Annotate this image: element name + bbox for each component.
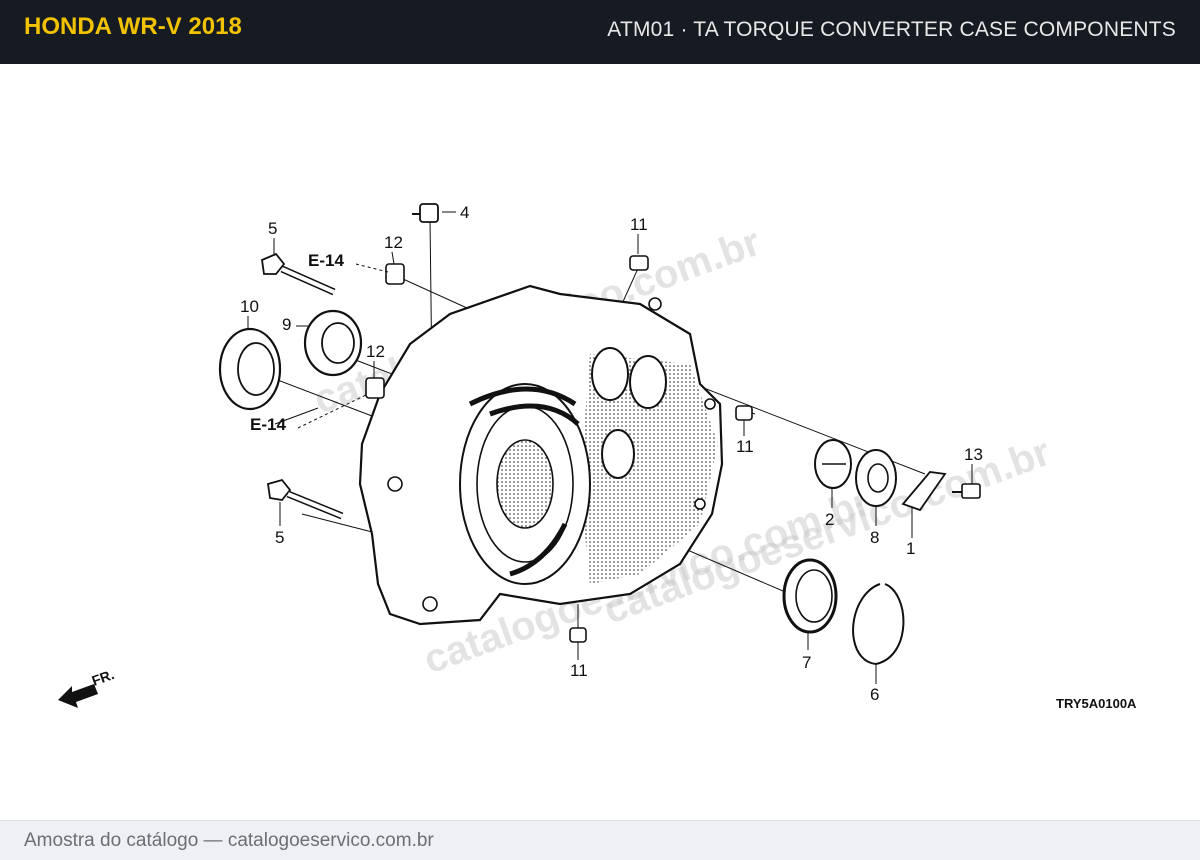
- drawing-code: TRY5A0100A: [1056, 696, 1137, 711]
- reference-label: E-14: [308, 251, 344, 270]
- oil-seal-10: [218, 327, 282, 411]
- header-bar: HONDA WR-V 2018 ATM01 · TA TORQUE CONVER…: [0, 0, 1200, 64]
- oil-seal-7: [782, 558, 838, 634]
- plate-1: [901, 471, 947, 512]
- washer-2: [814, 439, 852, 489]
- callout-numbers: 5 4 12 11 10 9 12 11 13 2 8 1 5 7 6 11: [240, 203, 983, 704]
- flange-bolt-upper: [261, 252, 336, 296]
- vehicle-title: HONDA WR-V 2018: [24, 13, 242, 40]
- dowel-pin-11-b: [735, 405, 753, 421]
- torque-converter-case: [358, 284, 724, 626]
- callout-12-lower: 12: [366, 342, 385, 361]
- callout-11-bottom: 11: [570, 661, 588, 680]
- callout-7: 7: [802, 653, 811, 672]
- callout-9: 9: [282, 315, 291, 334]
- footer-bar: Amostra do catálogo — catalogoeservico.c…: [0, 820, 1200, 860]
- exploded-parts-diagram: catalogoeservico.com.br catalogoeservico…: [0, 64, 1200, 820]
- bearing-8: [855, 449, 897, 507]
- dowel-pins: [365, 255, 753, 643]
- callout-8: 8: [870, 528, 879, 547]
- callout-10: 10: [240, 297, 259, 316]
- callout-11-right: 11: [736, 437, 754, 456]
- callout-13: 13: [964, 445, 983, 464]
- dowel-pin-11-a: [629, 255, 649, 271]
- front-label: FR.: [90, 666, 117, 689]
- dowel-pin-12-lower: [365, 377, 385, 399]
- front-direction-indicator: FR.: [58, 666, 116, 708]
- flange-bolt-lower: [266, 478, 344, 520]
- bearing-9: [303, 309, 363, 377]
- section-title: ATM01 · TA TORQUE CONVERTER CASE COMPONE…: [607, 18, 1176, 41]
- bolt-13: [952, 483, 981, 499]
- front-arrow-icon: [58, 684, 98, 708]
- reference-label: E-14: [250, 415, 286, 434]
- callout-5-upper: 5: [268, 219, 277, 238]
- diagram-svg: catalogoeservico.com.br catalogoeservico…: [58, 203, 1137, 711]
- callout-11-top: 11: [630, 215, 648, 234]
- reference-e14-upper: E-14: [308, 251, 389, 273]
- callout-leaders: [247, 211, 973, 684]
- callout-12-upper: 12: [384, 233, 403, 252]
- callout-5-lower: 5: [275, 528, 284, 547]
- reference-e14-lower: E-14: [250, 393, 369, 434]
- snap-ring-6: [852, 583, 905, 666]
- dowel-pin-11-c: [569, 627, 587, 643]
- callout-2: 2: [825, 510, 834, 529]
- sensor-part-4: [412, 203, 439, 223]
- dowel-pin-12-upper: [385, 263, 405, 285]
- callout-4: 4: [460, 203, 469, 222]
- callout-6: 6: [870, 685, 879, 704]
- callout-1: 1: [906, 539, 915, 558]
- footer-text: Amostra do catálogo — catalogoeservico.c…: [24, 830, 434, 851]
